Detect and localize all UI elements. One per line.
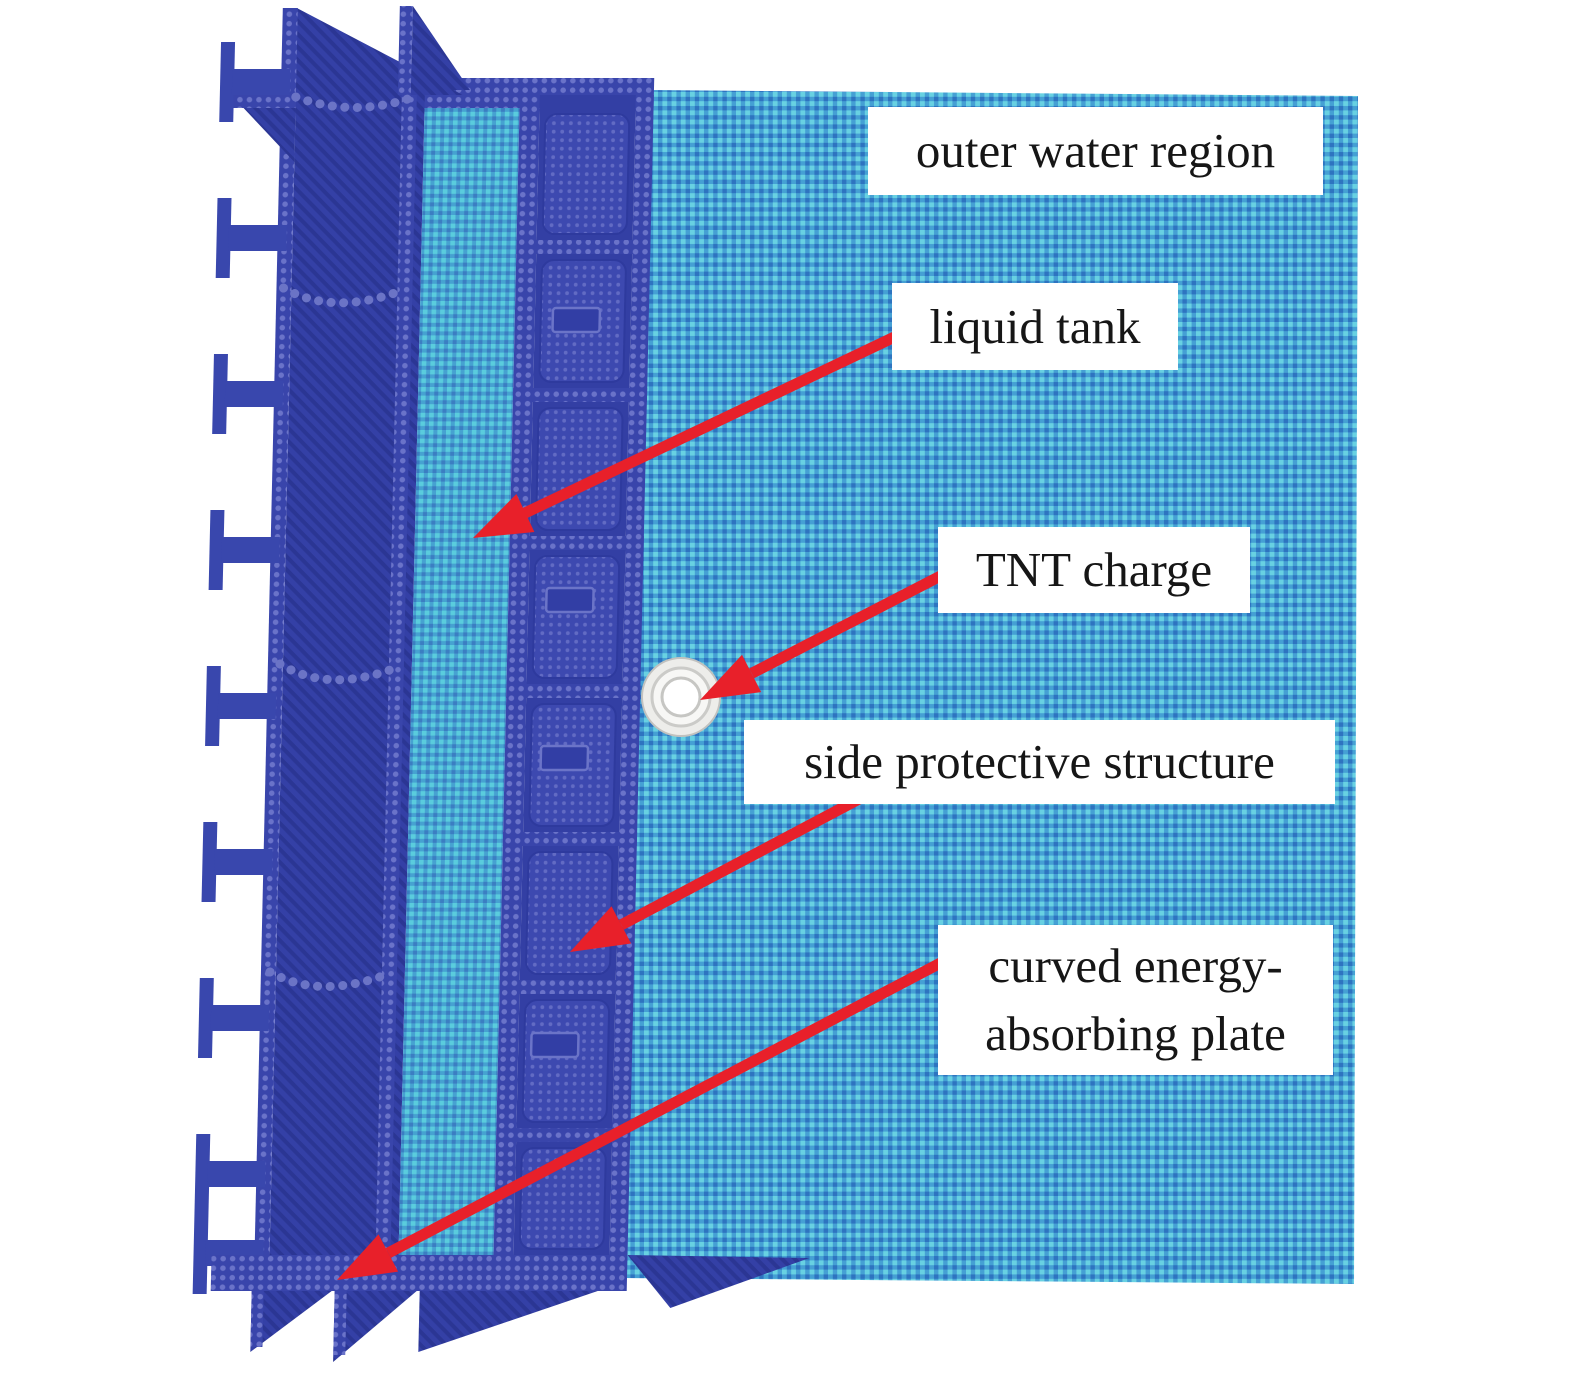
arrow-side-protective-structure [570, 785, 879, 952]
label-liquid-tank-text: liquid tank [929, 298, 1141, 354]
arrow-curved-energy-absorbing-plate [337, 953, 953, 1280]
label-curved-energy-absorbing-plate-text: curved energy-absorbing plate [985, 938, 1286, 1061]
liquid-tank-mesh [398, 108, 520, 1255]
label-side-protective-structure-text: side protective structure [804, 734, 1275, 790]
label-curved-energy-absorbing-plate: curved energy-absorbing plate [938, 925, 1333, 1075]
top-fin-small [410, 6, 470, 90]
hull-stiffeners [192, 42, 296, 1294]
arrow-liquid-tank [473, 327, 908, 538]
label-liquid-tank: liquid tank [892, 283, 1178, 370]
top-fin-small-edge [397, 6, 413, 104]
bottom-structure [210, 1255, 810, 1362]
tank-bulkhead-edge-nodes [375, 95, 417, 1258]
label-side-protective-structure: side protective structure [744, 720, 1335, 804]
compartment-slots [529, 306, 602, 1059]
label-outer-water-region: outer water region [868, 107, 1323, 195]
label-outer-water-region-text: outer water region [915, 123, 1276, 179]
arrow-tnt-charge [700, 563, 959, 700]
annotation-arrows [337, 327, 959, 1280]
hull-left-edge-nodes [253, 8, 298, 1292]
side-protective-structure-column [493, 95, 654, 1261]
tnt-charge [641, 657, 721, 737]
ship-side-structure [192, 6, 810, 1362]
label-tnt-charge-text: TNT charge [975, 542, 1213, 598]
label-tnt-charge: TNT charge [938, 527, 1250, 613]
